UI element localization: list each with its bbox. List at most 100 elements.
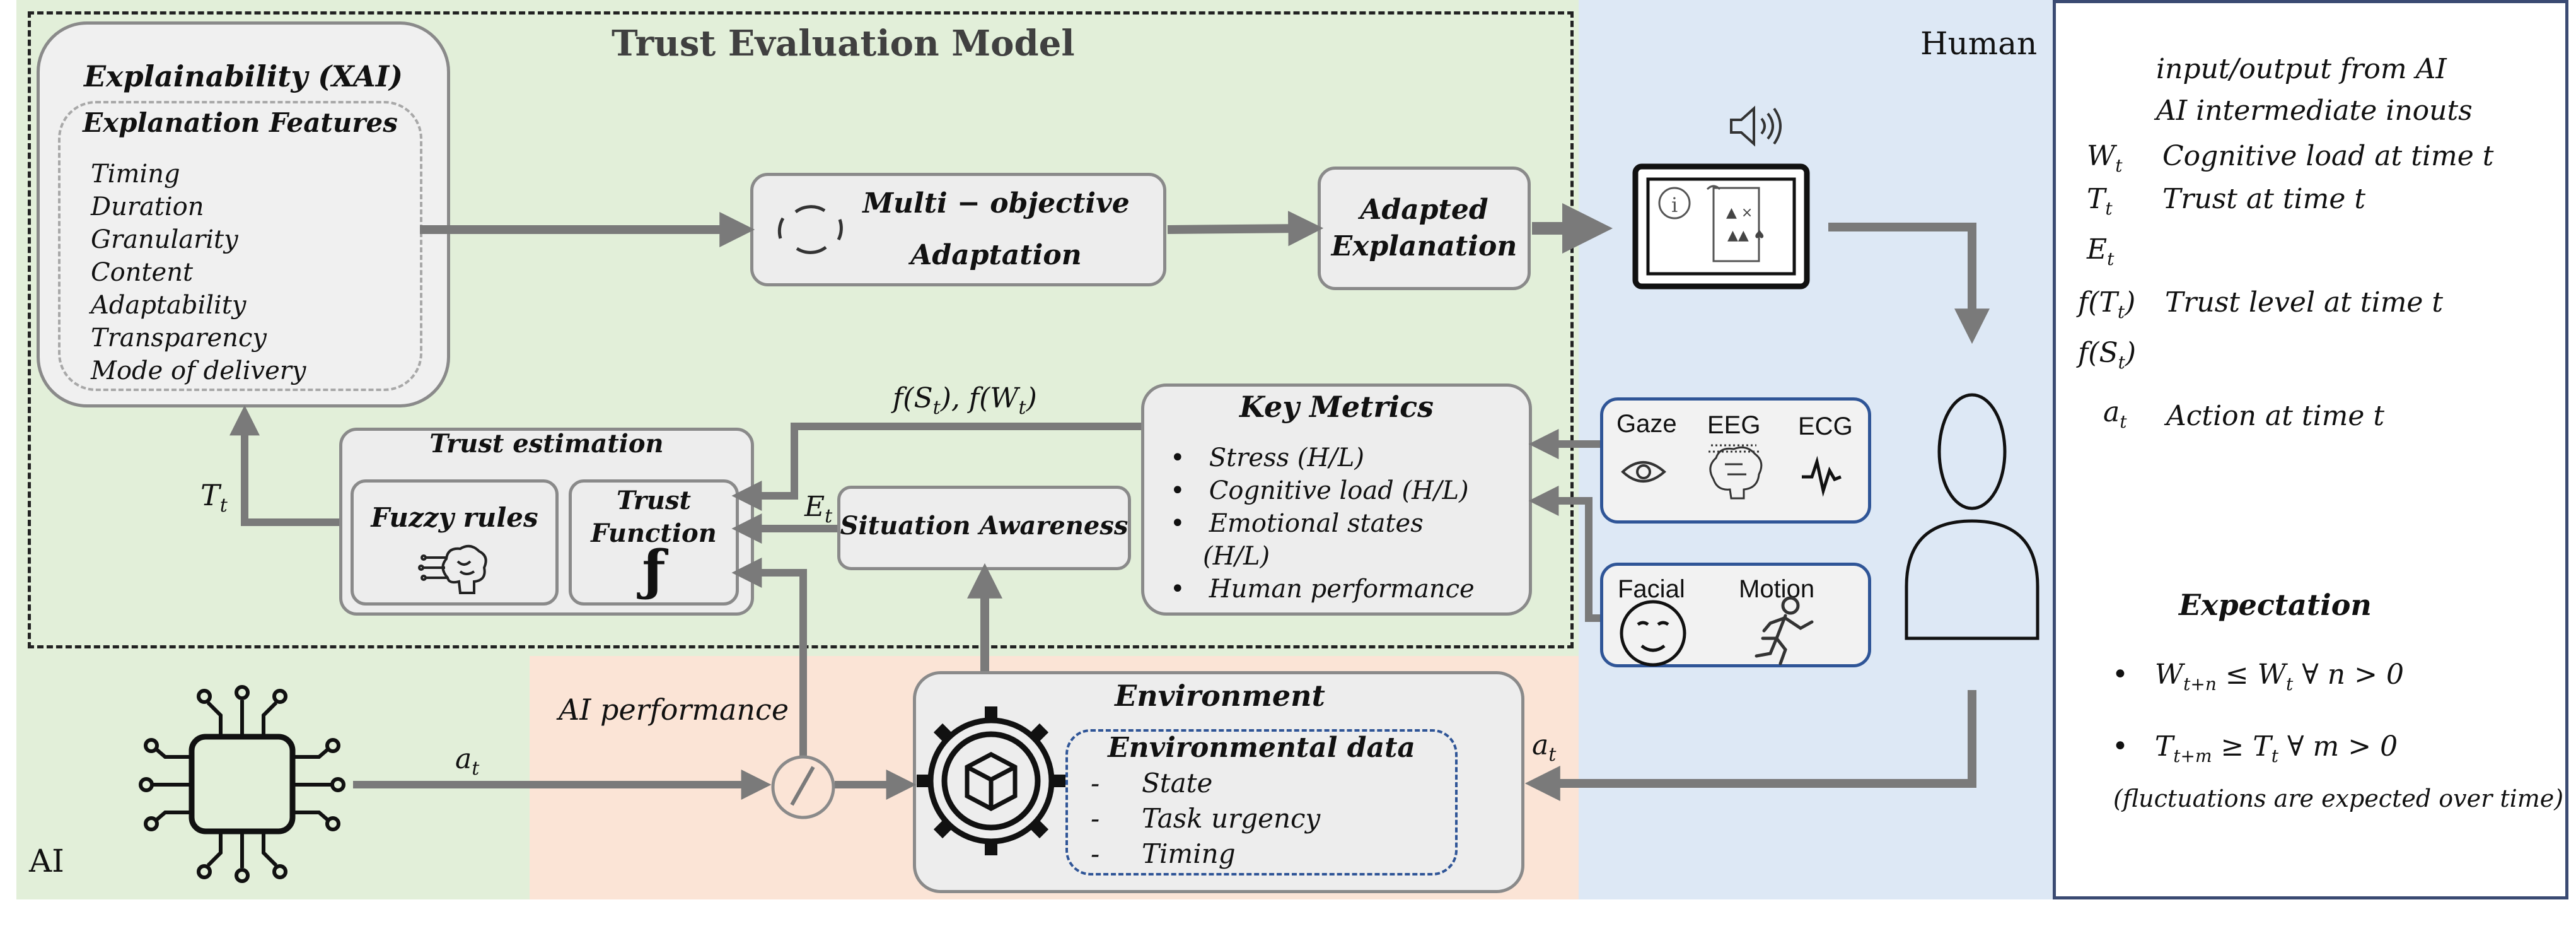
- metric-item: • Human performance: [1170, 575, 1475, 604]
- running-person-icon: [1755, 596, 1814, 665]
- feature-item: Duration: [91, 192, 204, 221]
- arrow-trust-to-xai: [229, 405, 339, 526]
- legend-symbol-tt: Tt: [2087, 183, 2113, 219]
- environment-item: - State: [1091, 768, 1213, 799]
- metric-item: • Cognitive load (H/L): [1170, 476, 1469, 505]
- trust-model-title: Trust Evaluation Model: [612, 23, 1075, 64]
- trust-function-line2: Function: [591, 518, 717, 548]
- feature-item: Content: [91, 258, 194, 287]
- explanation-features-box: [58, 101, 422, 391]
- junction-icon: [771, 755, 835, 819]
- xai-box: [37, 21, 450, 407]
- feature-item: Granularity: [91, 225, 238, 254]
- function-icon: ƒ: [642, 539, 666, 602]
- tablet-display-icon: i ▲ × ▲▲ ♠: [1632, 163, 1810, 290]
- fuzzy-brain-icon: [418, 544, 487, 594]
- legend-at-text: Action at time t: [2166, 400, 2385, 432]
- legend-panel: [2053, 0, 2568, 899]
- ai-performance-label: AI performance: [559, 693, 789, 727]
- refresh-icon: [777, 205, 843, 254]
- xai-title: Explainability (XAI): [83, 59, 403, 93]
- brain-icon: [1709, 444, 1763, 500]
- adapted-explanation-line2: Explanation: [1331, 230, 1517, 262]
- heartbeat-icon: [1802, 455, 1842, 497]
- ai-label: AI: [29, 843, 64, 879]
- adapted-explanation-text: Adapted Explanation: [1318, 192, 1531, 265]
- speaker-icon: [1730, 105, 1782, 147]
- arrow-display-to-human: [1828, 223, 1990, 344]
- multi-objective-line2: Adaptation: [910, 239, 1082, 271]
- multi-objective-box: [750, 173, 1166, 286]
- gaze-label: Gaze: [1616, 410, 1677, 438]
- environmental-data-list: - State - Task urgency - Timing: [1091, 766, 1320, 872]
- expectation-item-1: • Wt+n ≤ Wt ∀ n > 0: [2112, 659, 2404, 694]
- arrow-adaptation-to-adapted: [1167, 211, 1324, 247]
- multi-objective-line1: Multi − objective: [862, 187, 1130, 220]
- fuzzy-rules-box: [351, 479, 559, 606]
- ecg-label: ECG: [1798, 413, 1853, 440]
- eeg-label: EEG: [1707, 411, 1761, 439]
- facial-label: Facial: [1618, 575, 1685, 603]
- expectation-item-2: • Tt+m ≥ Tt ∀ m > 0: [2112, 730, 2398, 766]
- arrow-metrics-to-trust: [731, 423, 1141, 511]
- trust-function-line1: Trust: [616, 486, 691, 515]
- explanation-features-title: Explanation Features: [83, 107, 398, 138]
- key-metrics-list: • Stress (H/L) • Cognitive load (H/L) • …: [1170, 442, 1523, 606]
- f-st-wt-label: f(St), f(Wt): [893, 382, 1037, 419]
- situation-awareness-box: [837, 486, 1131, 570]
- motion-label: Motion: [1739, 575, 1815, 603]
- legend-symbol-at: at: [2103, 396, 2127, 432]
- legend-symbol-wt: Wt: [2087, 140, 2123, 176]
- key-metrics-title: Key Metrics: [1239, 390, 1434, 424]
- environment-item: - Task urgency: [1091, 803, 1321, 834]
- legend-thick-text: input/output from AI: [2156, 53, 2447, 85]
- arrow-human-action: [1524, 690, 1976, 801]
- trust-function-label: Trust Function: [569, 484, 739, 550]
- fuzzy-rules-label: Fuzzy rules: [371, 502, 538, 533]
- metric-item: • Emotional states (H/L): [1170, 509, 1424, 571]
- svg-text:▲ ×: ▲ ×: [1726, 205, 1753, 221]
- feature-item: Transparency: [91, 324, 267, 353]
- svg-text:i: i: [1671, 193, 1678, 217]
- multi-objective-text: Multi − objective Adaptation: [857, 178, 1135, 281]
- eye-icon: [1621, 461, 1667, 483]
- environment-title: Environment: [1115, 679, 1325, 713]
- environmental-data-title: Environmental data: [1108, 732, 1415, 764]
- feature-item: Timing: [91, 160, 180, 189]
- arrow-behavior-to-metrics: [1528, 486, 1600, 622]
- face-icon: [1620, 600, 1686, 667]
- legend-wt-text: Cognitive load at time t: [2162, 140, 2494, 172]
- legend-ftt-text: Trust level at time t: [2165, 286, 2444, 319]
- key-metrics-box: [1141, 384, 1532, 616]
- gear-cube-icon: [917, 706, 1065, 855]
- at-label-left: at: [455, 743, 480, 780]
- ai-chip-icon: [139, 685, 345, 883]
- environment-item: - Timing: [1091, 838, 1236, 869]
- feature-item: Adaptability: [91, 291, 247, 320]
- legend-symbol-et: Et: [2087, 233, 2115, 269]
- human-icon: [1905, 393, 2039, 640]
- legend-tt-text: Trust at time t: [2162, 183, 2366, 215]
- legend-thin-text: AI intermediate inouts: [2156, 95, 2473, 127]
- expectation-title: Expectation: [2179, 588, 2372, 622]
- human-label: Human: [1920, 25, 2038, 62]
- physiological-sensors-box: [1600, 397, 1871, 524]
- behavioral-sensors-box: [1600, 563, 1871, 667]
- arrow-performance-to-trust: [731, 558, 807, 764]
- legend-symbol-fst: f(St): [2078, 337, 2137, 373]
- situation-awareness-label: Situation Awareness: [840, 511, 1128, 541]
- svg-text:▲▲ ♠: ▲▲ ♠: [1727, 228, 1766, 243]
- adapted-explanation-line1: Adapted: [1360, 194, 1488, 226]
- trust-function-box: [569, 479, 739, 606]
- at-label-right: at: [1532, 729, 1557, 766]
- legend-symbol-ftt: f(Tt): [2078, 286, 2136, 322]
- explanation-features-list: Timing Duration Granularity Content Adap…: [91, 158, 306, 387]
- trust-tt-label: Tt: [200, 478, 228, 517]
- feature-item: Mode of delivery: [91, 356, 306, 385]
- environmental-data-box: [1065, 729, 1458, 875]
- trust-estimation-title: Trust estimation: [429, 429, 664, 459]
- expectation-note: (fluctuations are expected over time): [2113, 785, 2564, 812]
- et-label: Et: [804, 491, 833, 527]
- metric-item: • Stress (H/L): [1170, 443, 1364, 472]
